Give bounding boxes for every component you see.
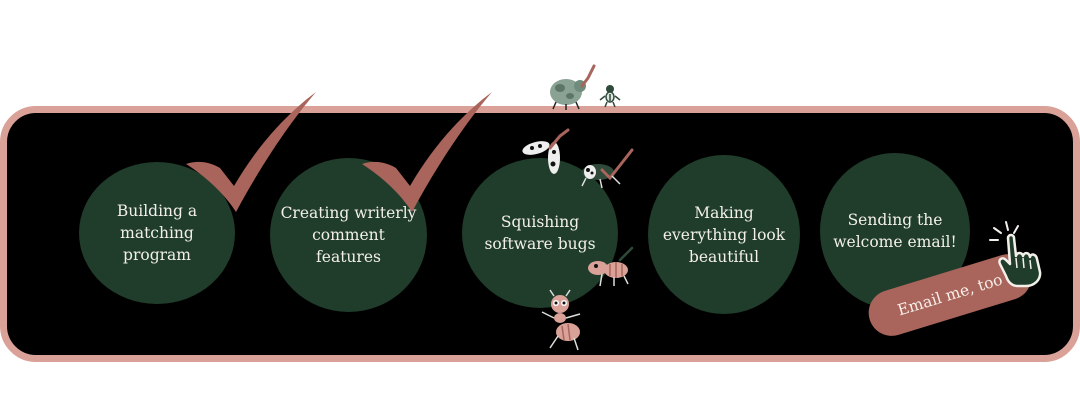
fly-icon [522, 128, 570, 174]
step-label-line: beautiful [688, 247, 760, 266]
step-label-line: comment [312, 226, 385, 244]
step-label-line: Sending the [847, 211, 943, 229]
step-squishing-bugs: Squishing software bugs [462, 158, 618, 308]
step-label-line: program [123, 246, 191, 264]
step-building-matching-program: Building a matching program [79, 162, 235, 304]
step-label-line: Building a [116, 202, 198, 220]
check-mark-icon [362, 92, 492, 212]
step-label-line: everything look [662, 225, 786, 244]
pointing-hand-icon [989, 221, 1042, 288]
grasshopper-icon [581, 148, 634, 189]
ant-icon [588, 246, 634, 287]
step-label-line: Making [694, 203, 754, 222]
step-label-line: features [316, 248, 381, 266]
step-label-line: Squishing [500, 213, 580, 231]
step-label-line: software bugs [484, 235, 596, 253]
beetle-icon [550, 64, 596, 110]
ant-icon [541, 289, 581, 351]
step-label-line: welcome email! [833, 233, 957, 251]
check-mark-icon [186, 92, 316, 212]
step-making-beautiful: Making everything look beautiful [648, 155, 800, 314]
ant-icon [599, 85, 621, 108]
step-label-line: Creating writerly [280, 204, 417, 222]
step-label-line: matching [120, 224, 194, 242]
